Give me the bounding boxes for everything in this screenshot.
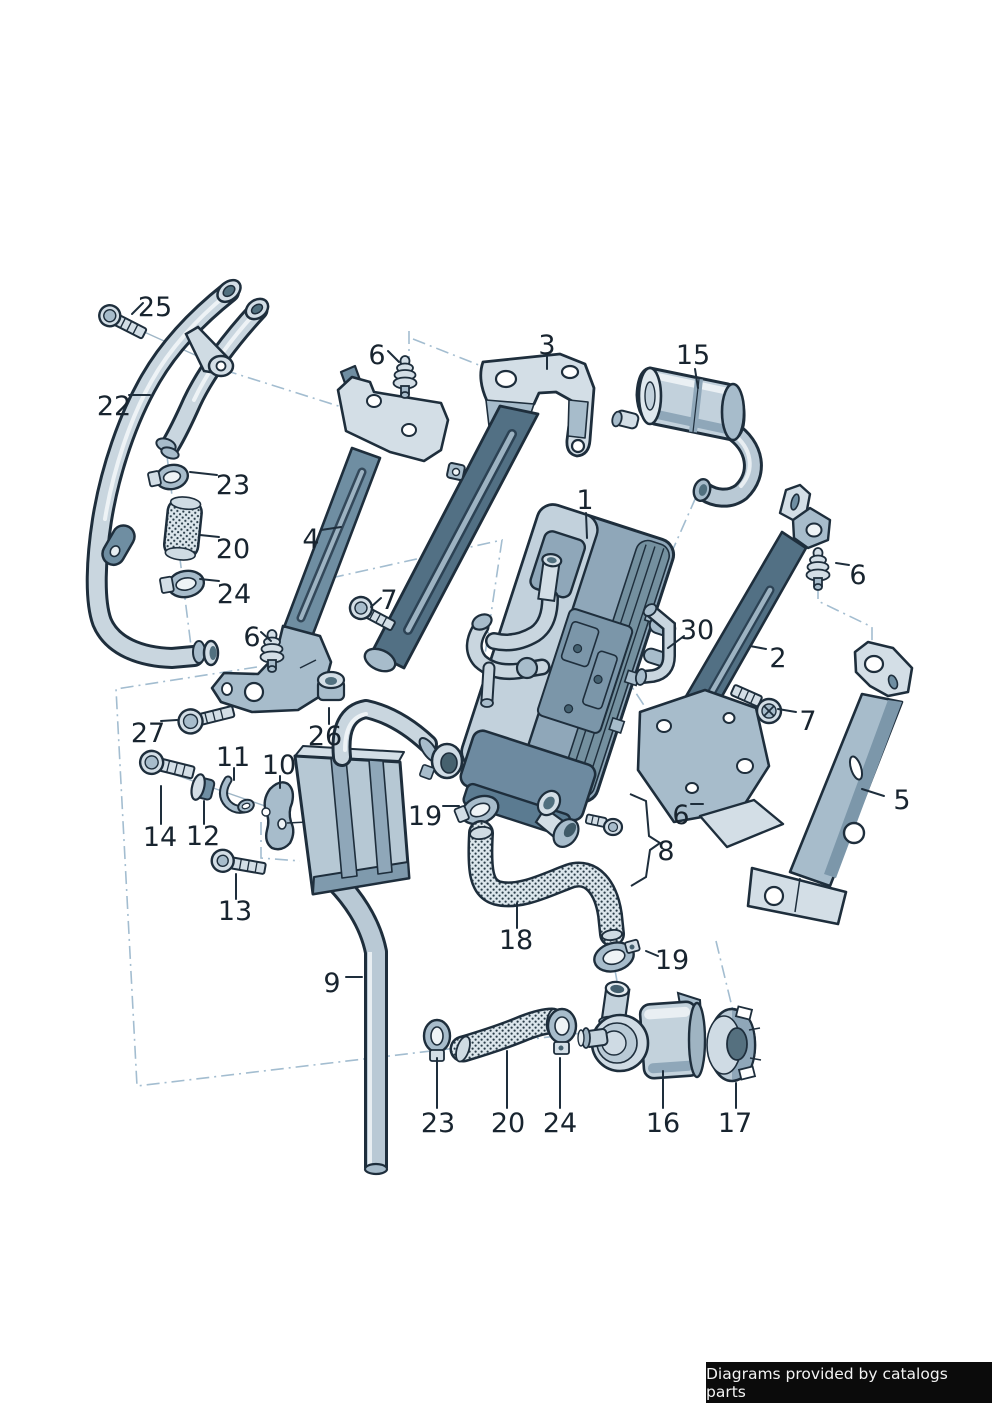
grommet-6b bbox=[259, 629, 285, 673]
part-16-pump bbox=[577, 980, 707, 1080]
part-7b-screw bbox=[730, 684, 783, 725]
part-20a-hose bbox=[162, 496, 203, 561]
grommet-6c bbox=[805, 547, 831, 591]
footer-credit: Diagrams provided by catalogs parts bbox=[706, 1362, 992, 1403]
part-3-bracket bbox=[363, 352, 596, 673]
part-15-muffler bbox=[611, 366, 763, 508]
part-7a-screw bbox=[348, 595, 396, 631]
part-13-screw bbox=[210, 848, 267, 875]
part-20b-hose bbox=[449, 1007, 566, 1063]
part-24a-clamp bbox=[159, 569, 206, 599]
part-5-bracket bbox=[746, 640, 914, 926]
part-14-bolt bbox=[138, 749, 196, 780]
part-22-coolant-pipes bbox=[85, 278, 270, 670]
part-30-pipe bbox=[634, 603, 676, 686]
part-2-bracket bbox=[636, 483, 832, 849]
footer-credit-text: Diagrams provided by catalogs parts bbox=[706, 1364, 948, 1401]
part-4-bracket bbox=[210, 364, 450, 714]
leader-lines bbox=[128, 302, 885, 1109]
grommet-6a bbox=[392, 355, 418, 399]
part-26-nut bbox=[316, 670, 346, 702]
part-18-hose bbox=[467, 820, 625, 947]
part-10-retainer-plate bbox=[261, 781, 309, 851]
part-12-bushing bbox=[190, 773, 216, 801]
part-23a-clamp bbox=[147, 463, 190, 491]
part-19b-clamp bbox=[593, 938, 641, 973]
part-24b-clamp bbox=[546, 1007, 578, 1055]
part-1-heater-unit bbox=[459, 503, 677, 837]
part-27-bolt bbox=[177, 705, 236, 735]
part-23b-clamp bbox=[422, 1018, 452, 1062]
heater-hose-stubs bbox=[465, 553, 563, 708]
part-8-fitting bbox=[534, 789, 662, 887]
part-25-bolt bbox=[98, 304, 148, 340]
part-17-pump-mount bbox=[706, 1005, 762, 1083]
part-9-silencer-and-pipe bbox=[293, 699, 464, 1176]
part-11-clip bbox=[219, 775, 255, 814]
